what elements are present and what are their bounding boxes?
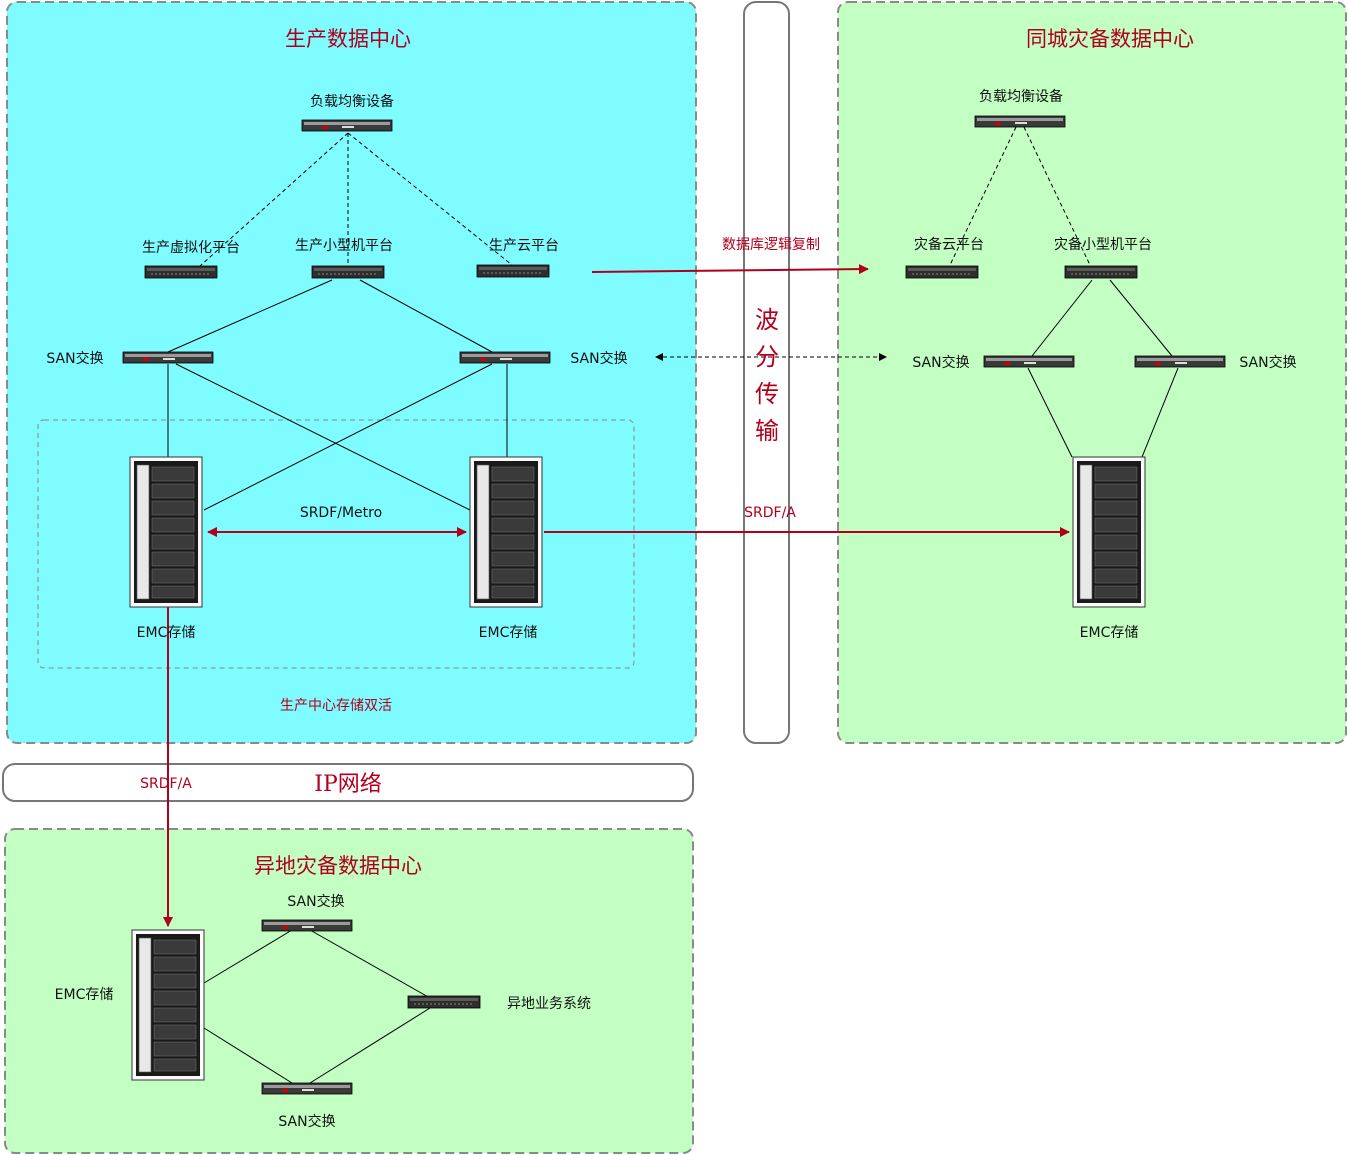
dr-load-balancer-device (974, 115, 1066, 128)
ip-network-label: IP网络 (314, 772, 382, 797)
dr-load-balancer-label: 负载均衡设备 (979, 88, 1063, 105)
production-dc-panel (6, 1, 697, 744)
production-storage-right-rack (469, 456, 543, 608)
dr-san-left-label: SAN交换 (912, 354, 969, 371)
local-dr-title: 同城灾备数据中心 (1026, 27, 1194, 51)
production-storage-left-label: EMC存储 (137, 625, 196, 641)
active-active-label: 生产中心存储双活 (280, 698, 392, 714)
wdm-char-3: 传 (755, 380, 779, 408)
db-replication-arrow (591, 264, 869, 275)
dr-storage-rack (1072, 456, 1146, 608)
ip-network-channel (2, 763, 694, 802)
production-san-switch-right (459, 351, 551, 364)
dr-san-switch-right (1134, 355, 1226, 368)
production-san-switch-left (122, 351, 214, 364)
local-dr-panel (837, 1, 1347, 744)
dr-storage-label: EMC存储 (1080, 625, 1139, 641)
production-virtualization-server (144, 265, 218, 279)
remote-san-bottom-label: SAN交换 (278, 1113, 335, 1130)
remote-dr-links (203, 929, 431, 1084)
dr-minicomputer-label: 灾备小型机平台 (1054, 236, 1152, 253)
srdf-metro-label: SRDF/Metro (300, 505, 382, 521)
remote-san-switch-top (261, 919, 353, 932)
srdf-a-local-label: SRDF/A (744, 505, 796, 521)
production-storage-right-label: EMC存储 (479, 625, 538, 641)
production-cloud-server (476, 264, 550, 278)
active-active-region (37, 419, 635, 669)
production-virtualization-label: 生产虚拟化平台 (142, 240, 240, 256)
production-storage-left-rack (129, 456, 203, 608)
remote-storage-rack (131, 929, 205, 1081)
production-load-balancer-label: 负载均衡设备 (310, 93, 394, 110)
wdm-char-2: 分 (755, 343, 779, 371)
production-load-balancer-device (301, 119, 393, 132)
srdf-a-remote-label: SRDF/A (140, 776, 192, 792)
production-san-right-label: SAN交换 (570, 350, 627, 367)
production-links (167, 132, 513, 511)
production-minicomputer-label: 生产小型机平台 (295, 238, 393, 254)
remote-san-switch-bottom (261, 1082, 353, 1095)
dr-minicomputer-server (1064, 265, 1138, 279)
production-minicomputer-server (311, 265, 385, 279)
remote-business-server (407, 995, 481, 1009)
remote-business-label: 异地业务系统 (507, 996, 591, 1012)
wdm-char-1: 波 (755, 306, 779, 334)
dr-cloud-label: 灾备云平台 (914, 236, 984, 253)
local-dr-links (949, 126, 1179, 458)
wdm-char-4: 输 (755, 417, 779, 445)
remote-storage-label: EMC存储 (55, 987, 114, 1003)
wdm-channel (743, 1, 790, 744)
dr-cloud-server (905, 265, 979, 279)
production-cloud-label: 生产云平台 (489, 238, 559, 254)
remote-san-top-label: SAN交换 (287, 893, 344, 910)
dr-san-switch-left (983, 355, 1075, 368)
db-replication-label: 数据库逻辑复制 (722, 236, 820, 253)
production-dc-title: 生产数据中心 (285, 27, 411, 51)
remote-dr-title: 异地灾备数据中心 (254, 854, 422, 878)
dr-san-right-label: SAN交换 (1239, 354, 1296, 371)
production-san-left-label: SAN交换 (46, 350, 103, 367)
